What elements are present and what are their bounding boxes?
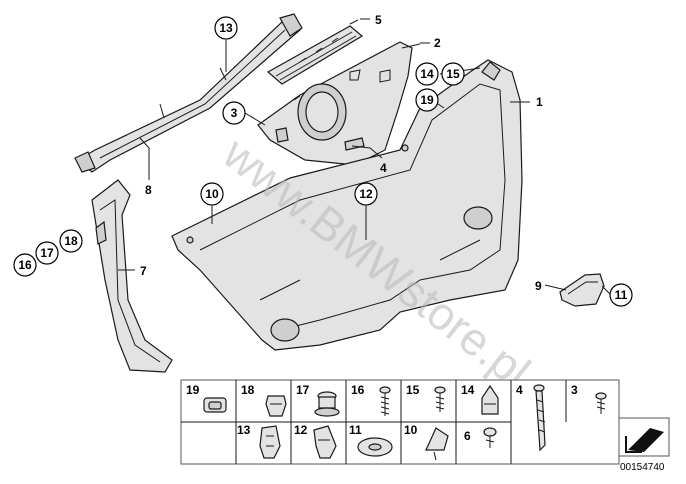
grid-label-4: 4 [516,383,523,397]
screw-16-icon [379,386,391,416]
label-5: 5 [375,13,382,27]
buffer-14-icon [481,384,499,415]
grid-label-13: 13 [237,423,251,437]
label-8: 8 [145,183,152,197]
svg-text:18: 18 [64,234,78,248]
screw-6-icon [483,427,497,448]
callout-12: 12 [354,182,378,206]
grid-label-3: 3 [571,383,578,397]
grid-label-10: 10 [404,423,418,437]
callout-10: 10 [200,182,224,206]
grid-label-6: 6 [464,429,471,443]
svg-text:11: 11 [615,288,628,302]
grid-label-16: 16 [351,383,365,397]
part-8-upper-trim-strip [74,13,303,173]
label-2: 2 [434,36,441,50]
screw-3-icon [595,392,607,414]
part-5-handle-strip [266,25,364,85]
svg-text:19: 19 [420,93,434,107]
diagram-number: 00154740 [620,462,665,473]
grommet-17-icon [314,391,340,417]
callout-17: 17 [35,241,59,265]
grid-label-19: 19 [186,383,200,397]
svg-text:17: 17 [40,246,54,260]
grid-label-17: 17 [296,383,310,397]
plug-10-icon [425,427,449,461]
screw-15-icon [434,386,446,412]
grid-label-11: 11 [349,423,362,437]
label-7: 7 [140,264,147,278]
svg-text:15: 15 [446,67,460,81]
part-9-clip-cover [559,273,605,307]
label-9: 9 [535,279,542,293]
bolt-4-icon [533,384,546,452]
rosette-11-icon [357,437,393,457]
callout-18: 18 [59,229,83,253]
label-4: 4 [380,161,387,175]
clip-12-icon [313,425,337,459]
svg-text:12: 12 [359,187,373,201]
callouts: 13 3 14 15 19 10 12 18 17 16 11 [13,16,633,307]
svg-text:16: 16 [18,258,32,272]
fastener-grid: 19 18 17 16 15 14 4 3 13 12 11 10 6 [180,379,620,465]
grid-label-14: 14 [461,383,475,397]
part-7-side-trim [91,179,173,373]
svg-text:3: 3 [231,106,238,120]
part-2-upper-cover [257,41,413,166]
svg-text:14: 14 [420,67,434,81]
svg-text:13: 13 [219,21,233,35]
label-1: 1 [536,95,543,109]
plain-labels: 5 2 1 8 4 7 9 [140,13,543,293]
callout-19: 19 [415,88,439,112]
callout-14: 14 [415,62,439,86]
callout-16: 16 [13,253,37,277]
grid-label-18: 18 [241,383,255,397]
callout-15: 15 [441,62,465,86]
callout-13: 13 [214,16,238,40]
arrow-icon [618,417,670,457]
clip-13-icon [259,425,281,459]
grid-label-12: 12 [294,423,308,437]
svg-text:10: 10 [205,187,219,201]
callout-11: 11 [609,283,633,307]
clip-19-icon [203,397,227,413]
part-1-main-liner [171,59,523,351]
callout-3: 3 [222,101,246,125]
clip-18-icon [265,395,287,417]
grid-label-15: 15 [406,383,420,397]
